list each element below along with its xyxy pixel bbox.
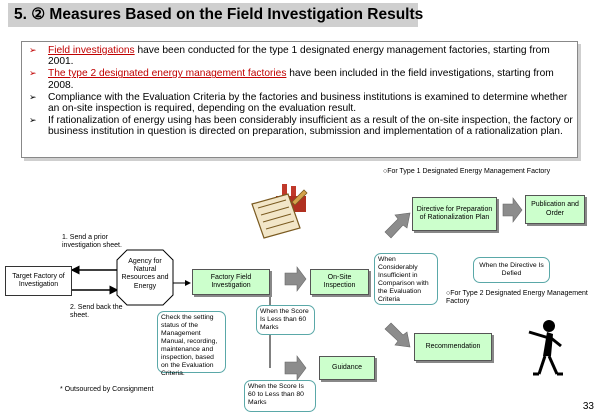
bullet-item: ➢ Compliance with the Evaluation Criteri… — [26, 92, 573, 114]
agency-label: Agency for Natural Resources and Energy — [121, 258, 169, 290]
bullet-item: ➢ If rationalization of energy using has… — [26, 115, 573, 137]
step1-label: 1. Send a prior investigation sheet. — [62, 234, 122, 250]
legend-type2: ○For Type 2 Designated Energy Management… — [446, 290, 588, 306]
bullet-text: Compliance with the Evaluation Criteria … — [48, 91, 568, 115]
callout-insufficient: When Considerably Insufficient in Compar… — [374, 253, 438, 305]
step2-label: 2. Send back the sheet. — [70, 304, 123, 320]
callout-less-than-60: When the Score Is Less than 60 Marks — [256, 305, 315, 335]
arrow-bullet-icon: ➢ — [29, 45, 37, 55]
arrow-bullet-icon: ➢ — [29, 68, 37, 79]
callout-60-to-80: When the Score Is 60 to Less than 80 Mar… — [244, 380, 316, 412]
bullet-item: ➢ The type 2 designated energy managemen… — [26, 68, 573, 90]
arrow-to-recommendation — [384, 322, 411, 348]
guidance-box: Guidance — [319, 356, 375, 380]
arrow-bullet-icon: ➢ — [29, 91, 37, 102]
target-factory-box: Target Factory of Investigation — [5, 266, 72, 296]
arrow-to-publication — [502, 197, 523, 223]
onsite-inspection-box: On-Site Inspection — [310, 269, 369, 295]
callout-directive-defied: When the Directive Is Defied — [473, 257, 550, 283]
arrow-to-directive — [384, 212, 411, 239]
page-title: 5. ② Measures Based on the Field Investi… — [8, 3, 423, 27]
page-number: 33 — [582, 401, 594, 412]
arrow-bullet-icon: ➢ — [29, 115, 37, 126]
factory-document-icon — [251, 184, 308, 239]
field-investigation-box: Factory Field Investigation — [192, 269, 270, 295]
agency-octagon — [116, 249, 174, 306]
field-investigations-link[interactable]: Field investigations — [48, 45, 135, 56]
recommendation-box: Recommendation — [414, 333, 492, 361]
callout-check-status: Check the setting status of the Manageme… — [157, 311, 226, 377]
bullet-list: ➢ Field investigations have been conduct… — [21, 41, 578, 158]
bullet-text: If rationalization of energy using has b… — [48, 115, 573, 138]
type2-factories-link[interactable]: The type 2 designated energy management … — [48, 68, 287, 80]
bullet-item: ➢ Field investigations have been conduct… — [26, 45, 573, 67]
bullet-text: have been conducted for the type 1 desig… — [48, 45, 550, 68]
arrow-to-guidance — [284, 355, 307, 381]
bullet-text: have been included in the field investig… — [48, 68, 554, 91]
arrow-to-onsite — [284, 266, 307, 292]
pointing-person-icon — [528, 320, 563, 376]
outsourced-note: * Outsourced by Consignment — [60, 386, 154, 393]
publication-box: Publication and Order — [525, 195, 585, 224]
directive-box: Directive for Preparation of Rationaliza… — [412, 197, 497, 231]
legend-type1: ○For Type 1 Designated Energy Management… — [383, 168, 551, 175]
